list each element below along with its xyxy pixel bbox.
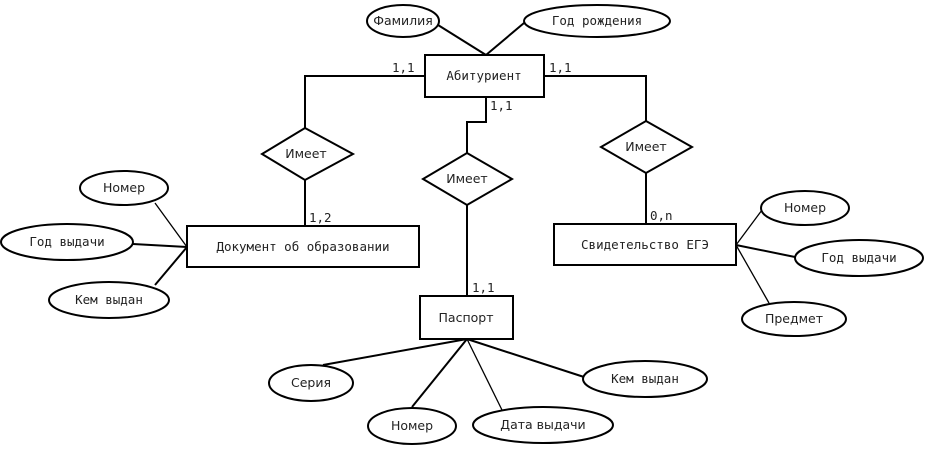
attr-ege-year: Год выдачи	[794, 239, 924, 277]
svg-text:Документ об образовании: Документ об образовании	[216, 239, 389, 254]
attr-surname: Фамилия	[366, 4, 440, 38]
link-passport-number	[411, 338, 468, 408]
entity-education-doc: Документ об образовании	[186, 225, 420, 268]
svg-text:Фамилия: Фамилия	[373, 13, 433, 28]
link-passport-issuer	[466, 338, 585, 378]
entity-passport: Паспорт	[419, 295, 514, 340]
entity-ege-cert: Свидетельство ЕГЭ	[553, 223, 737, 266]
card-passport: 1,1	[472, 280, 495, 295]
attr-passport-number: Номер	[367, 407, 457, 445]
link-applicant-rel-right	[544, 75, 647, 121]
entity-applicant: Абитуриент	[424, 54, 545, 98]
attr-passport-series: Серия	[268, 364, 354, 402]
link-applicant-rel-center	[466, 97, 487, 153]
link-applicant-rel-left	[304, 75, 425, 128]
svg-text:Паспорт: Паспорт	[439, 310, 494, 325]
card-applicant-bottom: 1,1	[490, 98, 513, 113]
svg-text:Кем выдан: Кем выдан	[611, 371, 679, 386]
svg-text:Дата выдачи: Дата выдачи	[500, 417, 585, 432]
link-ege-number	[735, 209, 763, 246]
svg-text:Номер: Номер	[103, 180, 145, 195]
svg-text:Номер: Номер	[784, 200, 826, 215]
rel-right: Имеет	[599, 119, 695, 175]
svg-text:Имеет: Имеет	[285, 146, 326, 161]
link-ege-year	[735, 244, 796, 258]
card-applicant-left: 1,1	[392, 60, 415, 75]
rel-left: Имеет	[260, 126, 356, 182]
svg-text:Год рождения: Год рождения	[552, 13, 642, 28]
svg-text:Год выдачи: Год выдачи	[29, 234, 104, 249]
link-edu-number	[154, 202, 188, 248]
attr-edu-issuer: Кем выдан	[48, 281, 170, 319]
svg-text:Имеет: Имеет	[446, 171, 487, 186]
attr-edu-number: Номер	[79, 170, 169, 206]
attr-edu-year: Год выдачи	[0, 223, 134, 261]
attr-birthyear: Год рождения	[523, 4, 671, 38]
card-education-doc: 1,2	[309, 210, 332, 225]
rel-center: Имеет	[421, 151, 514, 207]
link-ege-subject	[735, 244, 770, 304]
svg-text:Предмет: Предмет	[765, 311, 823, 326]
card-ege-cert: 0,n	[650, 208, 673, 223]
svg-text:Свидетельство ЕГЭ: Свидетельство ЕГЭ	[581, 237, 709, 252]
svg-text:Номер: Номер	[391, 418, 433, 433]
link-birthyear	[485, 22, 525, 56]
svg-text:Абитуриент: Абитуриент	[446, 68, 521, 83]
link-passport-series	[322, 338, 468, 366]
attr-ege-number: Номер	[760, 190, 850, 226]
link-surname	[437, 24, 487, 56]
svg-text:Кем выдан: Кем выдан	[75, 292, 143, 307]
link-edu-year	[132, 243, 188, 248]
attr-passport-issuer: Кем выдан	[582, 360, 708, 398]
svg-text:Имеет: Имеет	[625, 139, 666, 154]
connectors	[132, 22, 796, 411]
svg-text:Серия: Серия	[291, 375, 331, 390]
attr-passport-date: Дата выдачи	[472, 406, 614, 444]
attr-ege-subject: Предмет	[741, 301, 847, 337]
link-edu-issuer	[154, 246, 188, 286]
link-passport-date	[466, 338, 503, 411]
svg-text:Год выдачи: Год выдачи	[821, 250, 896, 265]
card-applicant-right: 1,1	[549, 60, 572, 75]
